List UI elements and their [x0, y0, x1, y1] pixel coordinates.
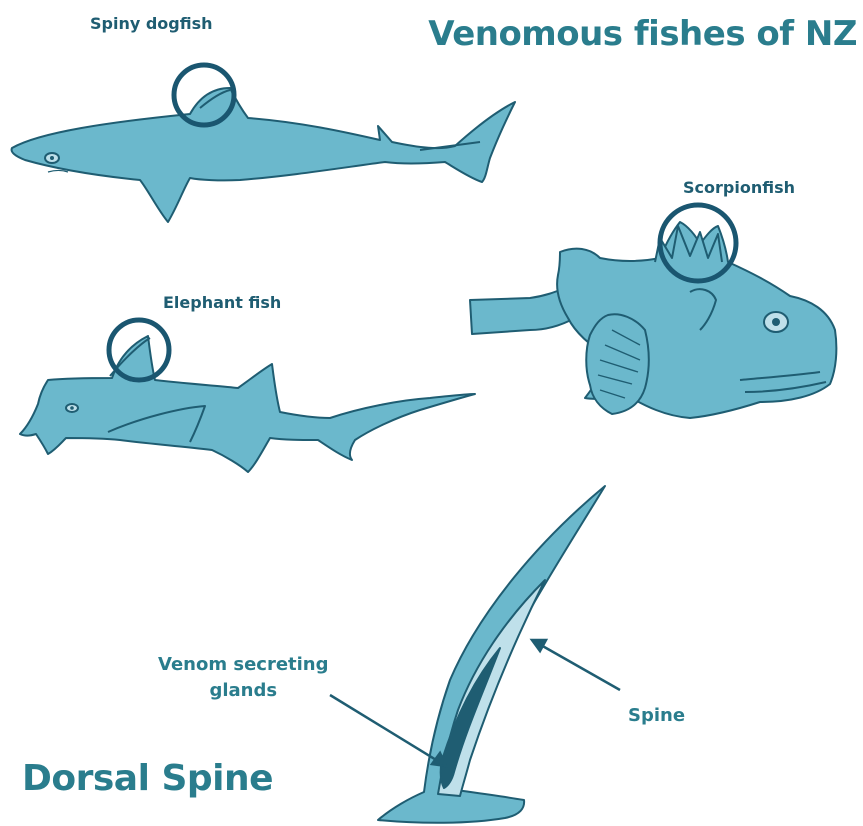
scorpion-pectoral-fin	[586, 314, 649, 414]
elephant-body	[20, 336, 475, 472]
dogfish-body	[12, 88, 515, 222]
elephant-fish-label: Elephant fish	[163, 293, 281, 312]
venom-glands-label-line1: Venom secreting	[158, 652, 329, 678]
spiny-dogfish-label: Spiny dogfish	[90, 14, 213, 33]
venom-glands-label: Venom secreting glands	[158, 652, 329, 704]
spine-arrow	[532, 640, 620, 690]
scorpionfish-illustration	[470, 222, 836, 418]
glands-arrow	[330, 695, 446, 766]
scorpionfish-label: Scorpionfish	[683, 178, 795, 197]
dorsal-spine-heading: Dorsal Spine	[22, 758, 273, 799]
spiny-dogfish-illustration	[12, 88, 515, 222]
dorsal-spine-illustration	[378, 486, 605, 823]
elephant-fish-illustration	[20, 336, 475, 472]
venom-glands-label-line2: glands	[158, 678, 329, 704]
spine-label: Spine	[628, 705, 685, 726]
page-title: Venomous fishes of NZ	[428, 14, 857, 54]
